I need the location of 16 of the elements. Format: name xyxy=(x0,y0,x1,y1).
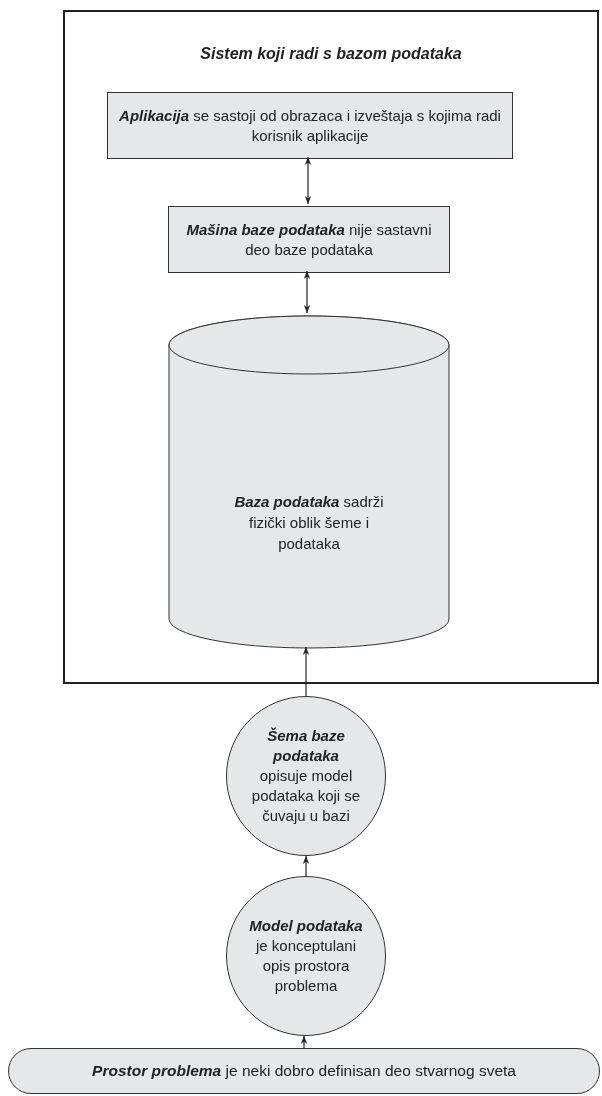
arrow xyxy=(302,855,310,877)
node-text: Prostor problema je neki dobro definisan deo stvarnog sveta xyxy=(92,1061,516,1082)
node-text: Sistem koji radi s bazom podataka xyxy=(200,45,462,62)
node-text: Mašina baze podataka nije sastavni deo baze podataka xyxy=(185,219,433,260)
arrow xyxy=(303,270,311,314)
node-text: Baza podataka sadrži fizički oblik šeme i podataka xyxy=(233,491,385,554)
process-box xyxy=(107,92,513,159)
arrow xyxy=(300,1035,308,1049)
process-box xyxy=(168,206,450,273)
system-frame xyxy=(63,10,599,684)
node-text: Šema baze podataka opisuje model podataka koji se čuvaju u bazi xyxy=(250,726,362,826)
node-text: Model podataka je konceptulani opis prostora problema xyxy=(249,916,363,996)
node-text: Aplikacija se sastoji od obrazaca i izveštaja s kojima radi korisnik aplikacije xyxy=(118,105,502,146)
arrow xyxy=(304,156,312,205)
arrow xyxy=(302,646,310,697)
rounded-box xyxy=(8,1048,600,1094)
